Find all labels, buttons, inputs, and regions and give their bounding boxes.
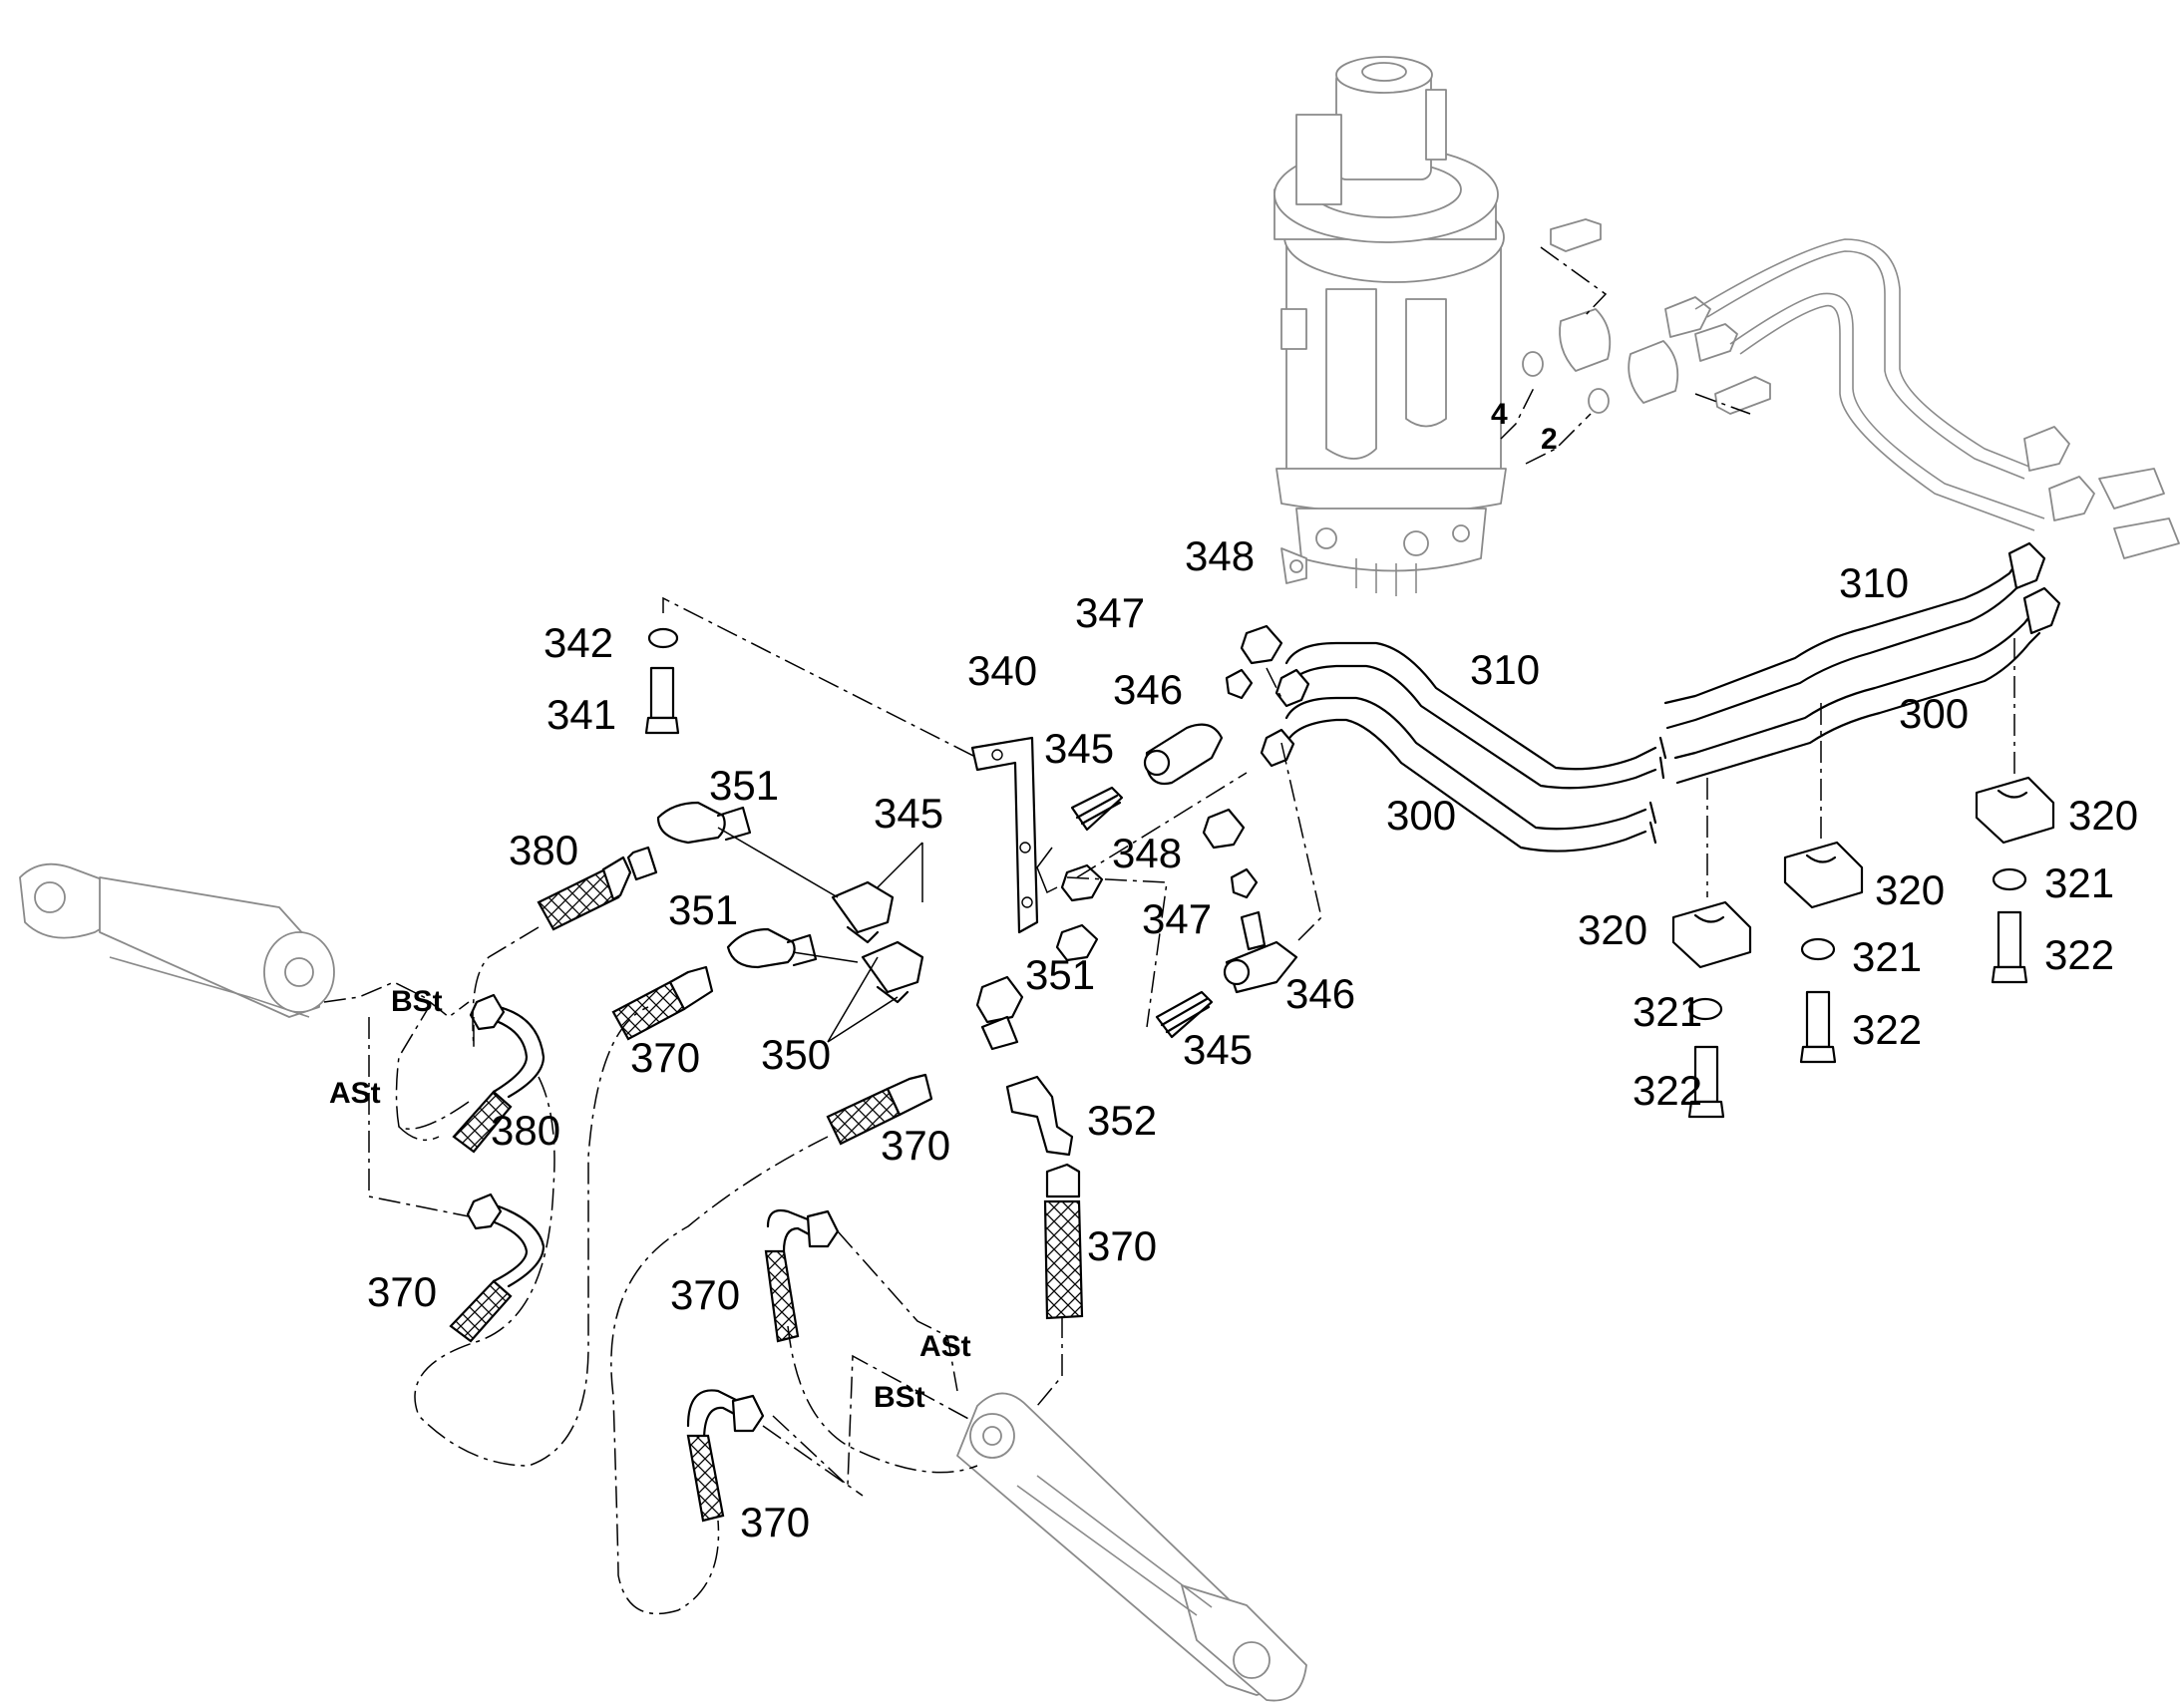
port-label-2: 2 [1541, 423, 1558, 456]
cylinder-bottom [956, 1392, 1307, 1702]
cylinder-left [19, 862, 335, 1018]
callout-321-c: 321 [2044, 859, 2114, 906]
rotary-joint-assembly [1273, 56, 1507, 596]
callout-345-b: 345 [874, 790, 943, 837]
callout-322-c: 322 [2044, 931, 2114, 978]
hose-370-straight-b [826, 1073, 933, 1146]
callout-320-c: 320 [2068, 792, 2138, 839]
callout-348-upper: 348 [1185, 532, 1255, 579]
callout-351-a: 351 [709, 762, 779, 809]
callout-341: 341 [546, 691, 616, 738]
callout-370-e: 370 [670, 1271, 740, 1318]
hose-370-straight-vertical [1043, 1163, 1084, 1320]
callout-348-lower: 348 [1112, 830, 1182, 876]
clamp-320-c [1975, 776, 2055, 984]
hose-380-bent [452, 993, 545, 1154]
callout-300-a: 300 [1386, 792, 1456, 839]
flange-connectors [1522, 218, 2180, 559]
callout-320-b: 320 [1875, 866, 1945, 913]
nut-345-a [1060, 863, 1104, 902]
bolt-341 [644, 666, 680, 735]
callout-370-d: 370 [367, 1268, 437, 1315]
plug-347-lower [1230, 867, 1259, 899]
nut-348-upper [1240, 624, 1283, 665]
clamp-320-a [1671, 900, 1752, 1119]
callout-322-a: 322 [1633, 1067, 1702, 1114]
callout-320-a: 320 [1578, 906, 1647, 953]
port-label-bst-bottom: BSt [874, 1381, 925, 1414]
elbow-351-a [656, 801, 752, 845]
hose-370-straight-a [611, 965, 714, 1041]
tee-350-upper [831, 880, 895, 944]
nut-345-b [1055, 923, 1099, 962]
nipple-345-upper [1070, 786, 1124, 832]
tee-350-lower [861, 940, 924, 1004]
callout-310-b: 310 [1839, 559, 1909, 606]
callout-347-upper: 347 [1075, 589, 1145, 636]
pipe-300 [1284, 586, 2061, 853]
callout-345-a: 345 [1044, 725, 1114, 772]
callout-300-b: 300 [1899, 690, 1969, 737]
callout-346-upper: 346 [1113, 666, 1183, 713]
port-label-4: 4 [1491, 398, 1508, 431]
nut-348-lower [1202, 808, 1246, 850]
port-label-ast-bottom: ASt [919, 1330, 971, 1363]
pipe-310 [1284, 541, 2046, 790]
callout-351-b: 351 [668, 886, 738, 933]
port-label-ast-left: ASt [329, 1077, 381, 1110]
callout-350: 350 [761, 1031, 831, 1078]
callout-370-a: 370 [630, 1034, 700, 1081]
hose-370-bent-lower [686, 1389, 765, 1523]
callout-370-c: 370 [1087, 1222, 1157, 1269]
washer-342 [647, 627, 679, 649]
callout-322-b: 322 [1852, 1006, 1922, 1053]
callout-310-a: 310 [1470, 646, 1540, 693]
callout-370-b: 370 [881, 1122, 950, 1169]
elbow-352 [1005, 1075, 1074, 1157]
callout-340: 340 [967, 647, 1037, 694]
callout-351-c: 351 [1025, 951, 1095, 998]
callout-380-b: 380 [491, 1107, 560, 1154]
port-label-bst-left: BSt [391, 985, 443, 1018]
clamp-320-b [1783, 841, 1864, 1064]
nipple-345-lower [1155, 990, 1214, 1039]
callout-352: 352 [1087, 1097, 1157, 1144]
callout-347-lower: 347 [1142, 895, 1212, 942]
plug-347-upper [1225, 668, 1254, 700]
callout-346-lower: 346 [1285, 970, 1355, 1017]
bracket-340 [970, 736, 1039, 934]
hose-370-bent-left [449, 1193, 545, 1343]
callout-342: 342 [544, 619, 613, 666]
elbow-346-upper [1143, 723, 1224, 786]
elbow-351-b [726, 927, 818, 969]
callout-345-c: 345 [1183, 1026, 1253, 1073]
callout-321-a: 321 [1633, 988, 1702, 1035]
elbow-351-c [975, 975, 1024, 1051]
hose-380-straight [537, 846, 658, 931]
callout-321-b: 321 [1852, 933, 1922, 980]
callout-380-a: 380 [509, 827, 578, 873]
callout-370-f: 370 [740, 1499, 810, 1545]
tee-346-lower [1223, 910, 1298, 994]
hose-370-bent-middle [764, 1208, 840, 1343]
